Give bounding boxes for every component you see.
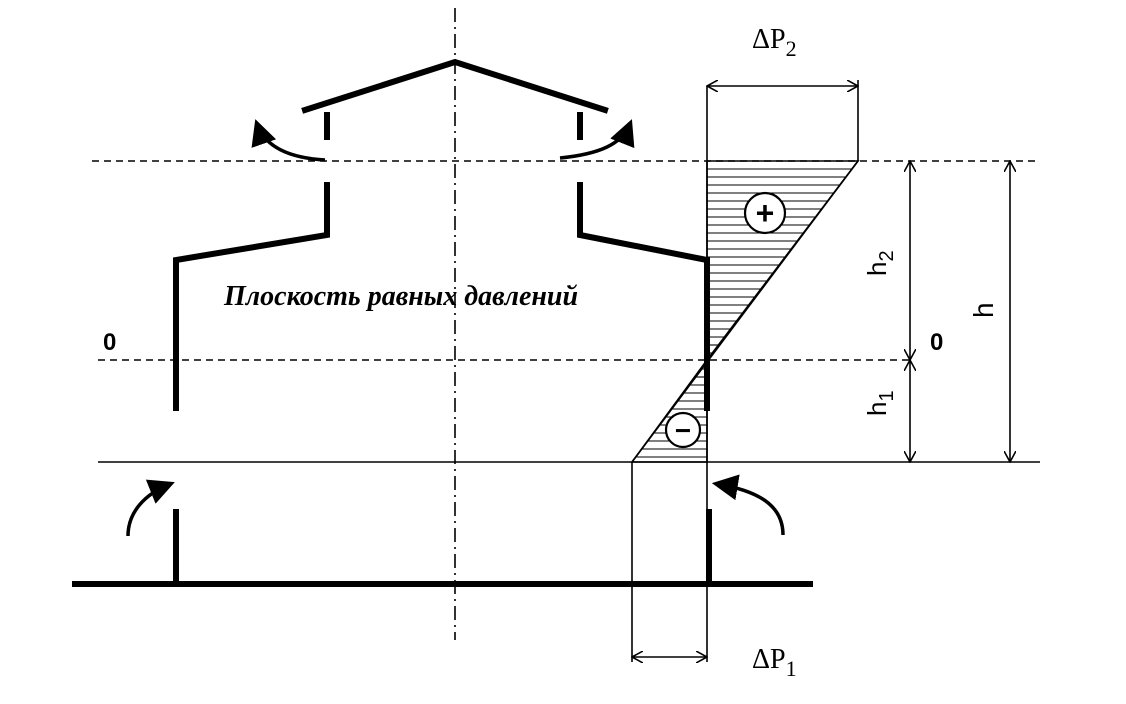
h-label: h bbox=[968, 302, 999, 318]
delta-p1-label: ΔP1 bbox=[752, 644, 797, 681]
positive-sign-circle bbox=[743, 191, 787, 235]
negative-sign: − bbox=[675, 415, 691, 446]
outflow-arrow-left bbox=[251, 119, 326, 162]
building-left-wall bbox=[173, 182, 330, 411]
h2-label: h2 bbox=[862, 250, 898, 276]
zero-level-left-label: 0 bbox=[103, 329, 116, 356]
positive-sign: + bbox=[756, 195, 775, 231]
building-right-wall bbox=[577, 182, 710, 411]
h1-label: h1 bbox=[862, 390, 898, 416]
pressure-hatching bbox=[635, 168, 852, 458]
inflow-arrow-right bbox=[711, 474, 785, 536]
delta-p2-label: ΔP2 bbox=[752, 24, 797, 61]
inflow-arrow-left bbox=[126, 479, 175, 537]
negative-sign-circle bbox=[664, 411, 702, 449]
zero-level-right-label: 0 bbox=[930, 329, 943, 356]
roof bbox=[301, 58, 609, 114]
pressure-gradient-line bbox=[631, 160, 859, 463]
equal-pressure-plane-label: Плоскость равных давлений bbox=[223, 281, 578, 312]
outflow-arrow-right bbox=[559, 119, 635, 160]
